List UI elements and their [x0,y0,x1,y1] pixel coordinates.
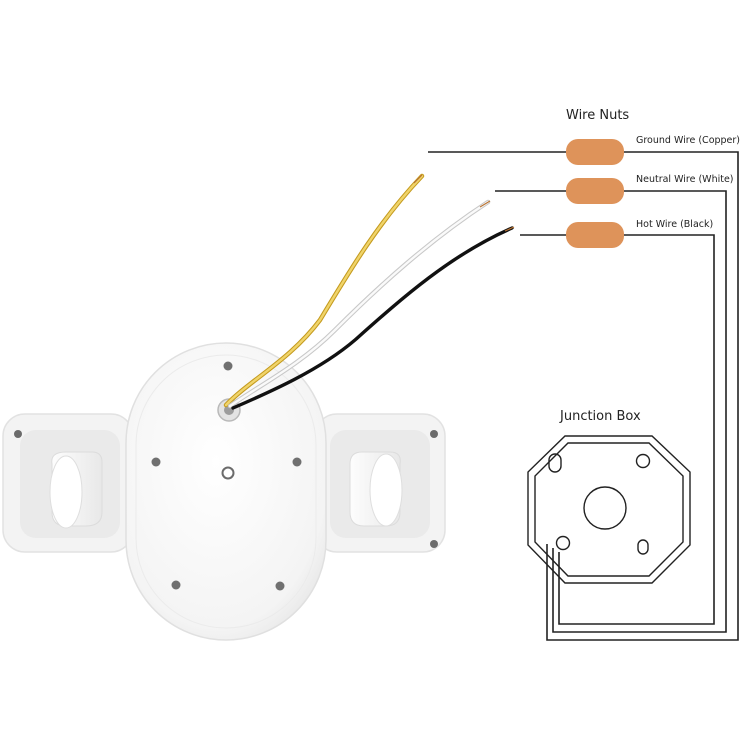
light-fixture [2,173,515,641]
neutral-wire-return [552,190,727,633]
ground-wire-return [546,151,739,641]
cable-entry-icon [555,535,571,551]
mounting-slot-icon [548,453,562,473]
screw-hole-icon [223,361,233,371]
neutral-wire-nut [566,178,624,204]
screw-icon [430,430,438,438]
screw-hole-icon [292,457,302,467]
hot-wire-nut [566,222,624,248]
neutral-wire-label: Neutral Wire (White) [636,174,734,185]
ground-wire-label: Ground Wire (Copper) [636,135,740,146]
mounting-slot-icon [637,539,649,555]
hot-lead-wire [231,226,514,410]
junction-box-label: Junction Box [559,409,641,424]
hot-wire-return [558,234,715,625]
wire-nuts-label: Wire Nuts [566,108,629,123]
screw-icon [430,540,438,548]
screw-hole-icon [171,580,181,590]
wire-nuts [566,139,624,248]
left-lamp-head [2,413,134,553]
screw-hole-icon [275,581,285,591]
screw-hole-icon [151,457,161,467]
fixture-base-plate [125,342,327,641]
junction-box [527,435,691,584]
hot-wire-label: Hot Wire (Black) [636,219,713,230]
right-lamp-head [314,413,446,553]
fixture-lead-wires [223,173,515,410]
house-wiring [428,151,739,641]
mounting-hole-icon [635,453,651,469]
center-hole-icon [221,466,235,480]
screw-icon [14,430,22,438]
ground-wire-nut [566,139,624,165]
knockout-icon [583,486,627,530]
